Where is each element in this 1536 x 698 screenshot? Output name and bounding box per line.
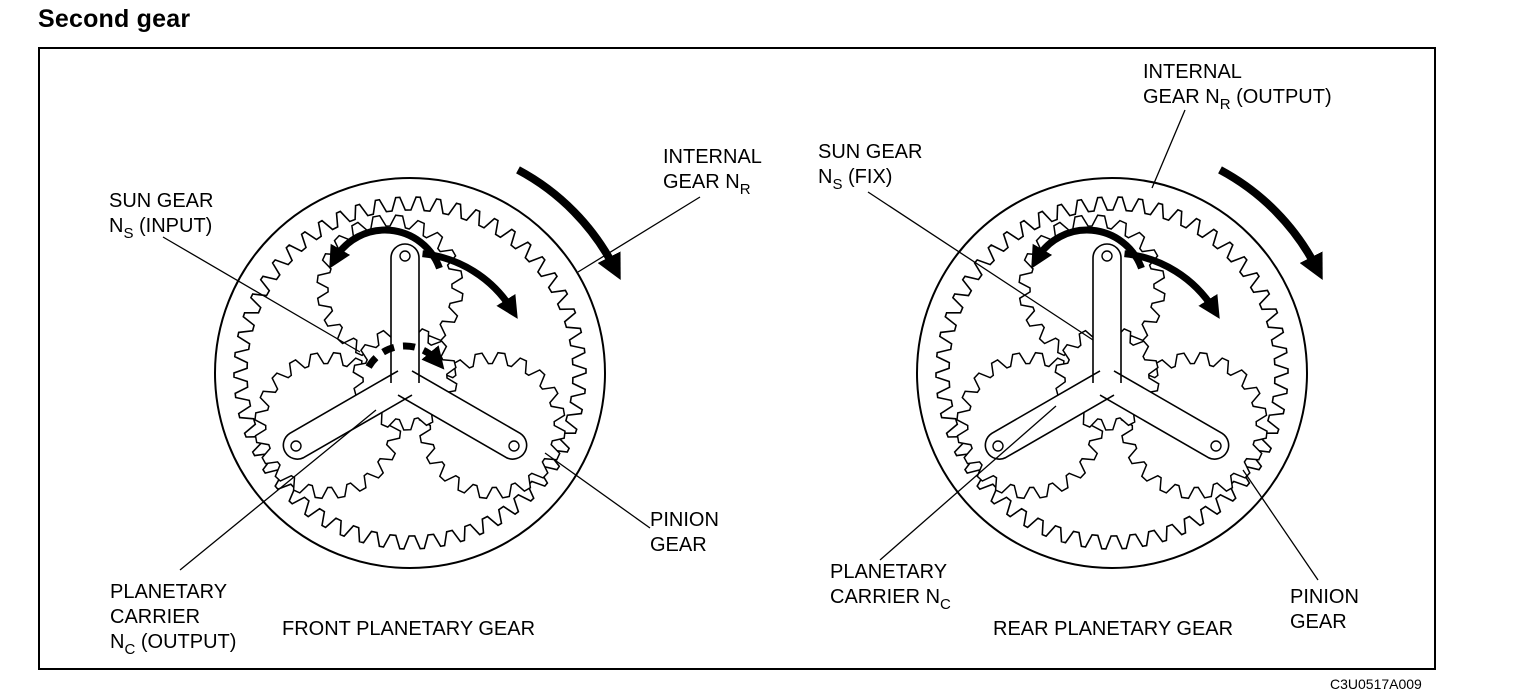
rear-internal-gear-rotation-arrow <box>1218 166 1323 281</box>
rear-carrier-rotation-arrow <box>1124 250 1220 319</box>
leader-rear-internal <box>1151 109 1186 189</box>
rear-carrier-pin-1 <box>1101 250 1113 262</box>
rear-pinion-gear-label: PINION GEAR <box>1290 586 1359 633</box>
leader-front-sun <box>162 236 361 353</box>
front-carrier-pin-1 <box>399 250 411 262</box>
front-sun-rotation-arrow <box>365 342 445 370</box>
leader-front-carrier <box>179 409 377 571</box>
front-planetary-carrier <box>282 243 528 460</box>
leader-lines <box>162 109 1319 581</box>
rear-carrier-pin-2 <box>992 440 1004 452</box>
leader-rear-pinion <box>1242 469 1319 581</box>
front-pinion-gear-label: PINION GEAR <box>650 509 719 556</box>
leader-rear-carrier <box>879 405 1057 561</box>
rear-internal-gear-label: INTERNAL GEAR NR (OUTPUT) <box>1143 61 1332 113</box>
rear-planetary-carrier-label: PLANETARY CARRIER NC <box>830 561 951 613</box>
front-carrier-pin-2 <box>290 440 302 452</box>
front-internal-gear-label: INTERNAL GEAR NR <box>663 146 762 198</box>
front-planetary-gear-set <box>214 166 621 569</box>
rear-planetary-carrier <box>984 243 1230 460</box>
rear-planetary-gear-set <box>916 166 1323 569</box>
leader-rear-sun <box>867 191 1094 341</box>
front-planetary-carrier-label: PLANETARY CARRIER NC (OUTPUT) <box>110 581 237 658</box>
page-title: Second gear <box>38 5 191 33</box>
rear-carrier-pin-3 <box>1210 440 1222 452</box>
front-carrier-pin-3 <box>508 440 520 452</box>
front-caption: FRONT PLANETARY GEAR <box>282 618 536 640</box>
rear-caption: REAR PLANETARY GEAR <box>993 618 1234 640</box>
diagram-frame <box>38 47 1436 670</box>
leader-front-internal <box>577 196 701 273</box>
front-sun-gear-label: SUN GEAR NS (INPUT) <box>109 190 214 242</box>
rear-sun-gear-label: SUN GEAR NS (FIX) <box>818 141 923 193</box>
front-internal-gear-rotation-arrow <box>516 166 621 281</box>
figure-code: C3U0517A009 <box>1330 676 1422 692</box>
leader-front-pinion <box>544 452 651 529</box>
front-carrier-rotation-arrow <box>422 250 518 319</box>
